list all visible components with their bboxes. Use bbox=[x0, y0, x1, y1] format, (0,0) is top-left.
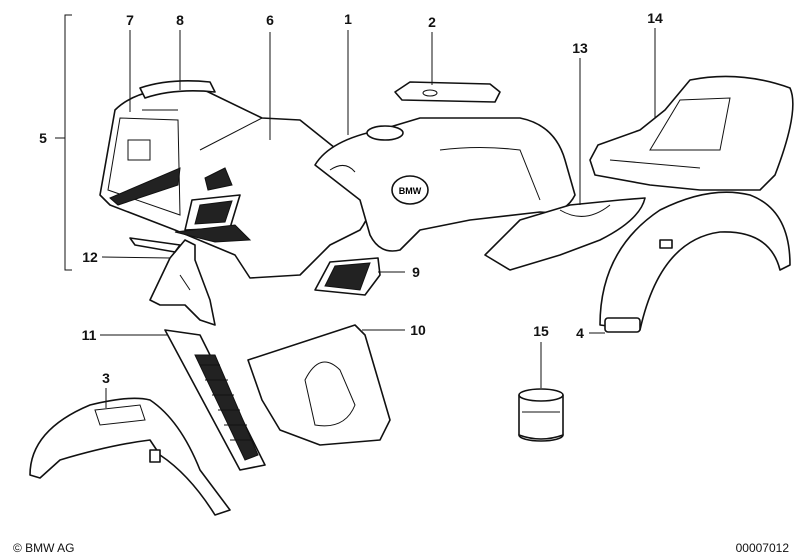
label-10[interactable]: 10 bbox=[410, 322, 426, 338]
label-6[interactable]: 6 bbox=[266, 12, 274, 28]
label-2[interactable]: 2 bbox=[428, 14, 436, 30]
label-1[interactable]: 1 bbox=[344, 11, 352, 27]
filter-part[interactable] bbox=[518, 388, 564, 442]
label-14[interactable]: 14 bbox=[647, 10, 663, 26]
label-13[interactable]: 13 bbox=[572, 40, 588, 56]
bracket-part[interactable] bbox=[129, 237, 216, 326]
label-3[interactable]: 3 bbox=[102, 370, 110, 386]
diagram-id: 00007012 bbox=[735, 541, 789, 555]
tank-cover-part[interactable] bbox=[394, 81, 501, 103]
label-11[interactable]: 11 bbox=[82, 327, 97, 343]
fuel-tank-part[interactable]: BMW bbox=[314, 117, 576, 252]
seat-tail-part[interactable] bbox=[589, 75, 794, 191]
air-duct-part[interactable] bbox=[314, 257, 381, 296]
lower-fairing-part[interactable] bbox=[247, 324, 391, 446]
rear-fender-part[interactable] bbox=[599, 191, 791, 333]
side-cover-part[interactable] bbox=[484, 197, 646, 271]
label-12[interactable]: 12 bbox=[82, 249, 98, 265]
copyright: © BMW AG bbox=[13, 541, 75, 555]
fairing-part[interactable] bbox=[99, 80, 375, 279]
label-9[interactable]: 9 bbox=[412, 264, 420, 280]
front-fender-part[interactable] bbox=[29, 397, 231, 516]
label-7[interactable]: 7 bbox=[126, 12, 134, 28]
radiator-grille-part[interactable] bbox=[164, 329, 266, 471]
label-8[interactable]: 8 bbox=[176, 12, 184, 28]
label-4[interactable]: 4 bbox=[576, 325, 584, 341]
label-5[interactable]: 5 bbox=[39, 130, 47, 146]
label-15[interactable]: 15 bbox=[533, 323, 549, 339]
leader-lines bbox=[55, 14, 656, 408]
bmw-emblem: BMW bbox=[399, 186, 422, 196]
